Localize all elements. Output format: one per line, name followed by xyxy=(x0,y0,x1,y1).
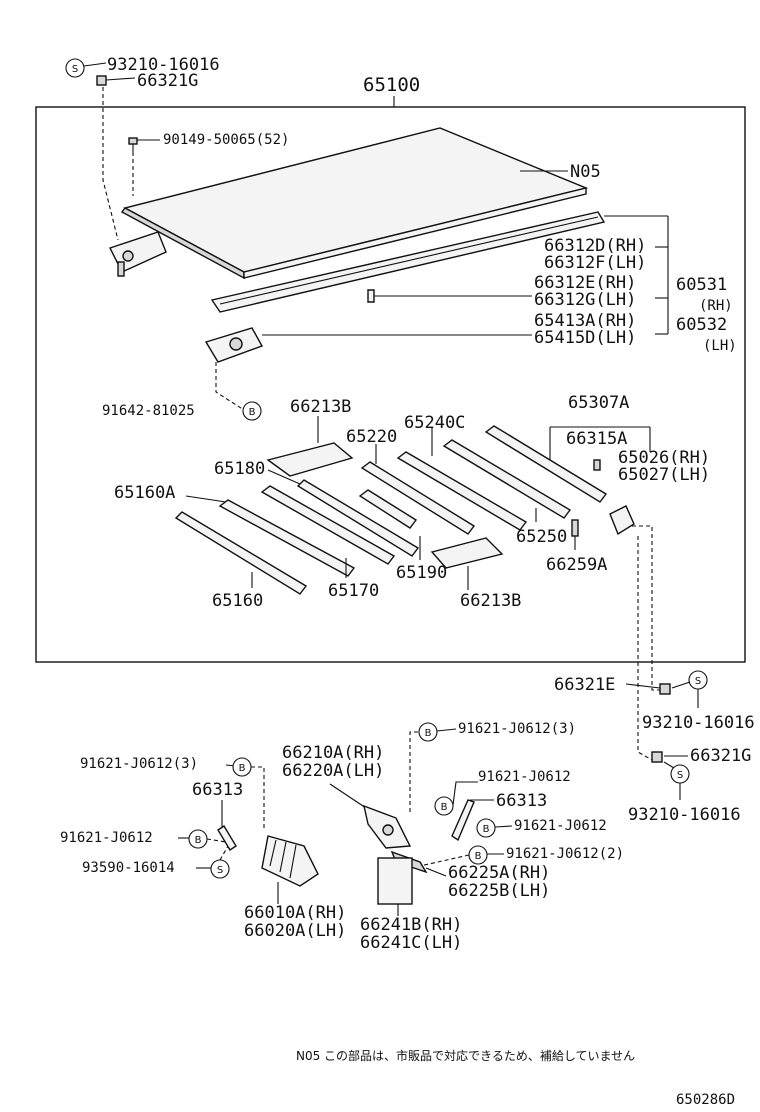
hinge-bracket-right xyxy=(609,505,660,761)
label-91621-r4: 91621-J0612(2) xyxy=(506,846,624,862)
stay-66313-right xyxy=(451,799,475,842)
figure-id: 650286D xyxy=(676,1092,735,1108)
label-66020A: 66020A(LH) xyxy=(244,921,346,941)
hinge-bracket-left xyxy=(109,231,167,277)
pad-66213B-top xyxy=(266,442,354,477)
label-91642: 91642-81025 xyxy=(102,403,195,419)
label-91621-l1: 91621-J0612 xyxy=(60,830,153,846)
label-91621-r3: 91621-J0612(3) xyxy=(458,721,576,737)
label-93210-top: 93210-16016 xyxy=(107,55,220,75)
badge-b-91621-r4: B xyxy=(475,851,482,862)
bar-65160A xyxy=(185,495,356,577)
label-66313-left: 66313 xyxy=(192,780,243,800)
label-66213B-bottom: 66213B xyxy=(460,591,521,611)
pad-66213B-bottom xyxy=(430,537,504,569)
label-65100: 65100 xyxy=(363,74,420,96)
panel-66241B xyxy=(377,857,413,905)
label-66241C: 66241C(LH) xyxy=(360,933,462,953)
cover-panel xyxy=(120,127,589,280)
label-65180: 65180 xyxy=(214,459,265,479)
clip-66259A xyxy=(571,519,579,537)
label-66321G-mid: 66321G xyxy=(690,746,751,766)
rail-mid xyxy=(367,289,532,303)
badge-b-91621-l1: B xyxy=(195,835,202,846)
label-66312E: 66312E(RH) xyxy=(534,273,636,293)
label-60532: 60532 xyxy=(676,315,727,335)
label-66225A: 66225A(RH) xyxy=(448,863,550,883)
label-65160A: 65160A xyxy=(114,483,175,503)
label-66010A: 66010A(RH) xyxy=(244,903,346,923)
label-65160: 65160 xyxy=(212,591,263,611)
bracket-66210A xyxy=(363,804,412,849)
label-65220: 65220 xyxy=(346,427,397,447)
bar-65220 xyxy=(360,444,476,535)
side-pocket-66010A xyxy=(261,835,319,904)
label-93590: 93590-16014 xyxy=(82,860,175,876)
label-66259A: 66259A xyxy=(546,555,607,575)
label-N05: N05 xyxy=(570,162,601,182)
badge-b-91642: B xyxy=(249,407,256,418)
footnote: N05 この部品は、市販品で対応できるため、補給していません xyxy=(296,1048,635,1063)
clip-top-left: S xyxy=(65,58,136,241)
badge-b-91621-r1: B xyxy=(441,802,448,813)
badge-b-91621-r3: B xyxy=(425,728,432,739)
clip-66321G-mid xyxy=(651,751,663,763)
bar-65170 xyxy=(260,485,396,578)
bar-65190 xyxy=(358,489,421,560)
badge-s-low: S xyxy=(677,770,683,781)
link-66313-left xyxy=(217,825,237,851)
rail-upper xyxy=(210,211,606,313)
badge-b-91621-r2: B xyxy=(483,824,490,835)
assembly-frame xyxy=(35,106,746,663)
label-91621-r1: 91621-J0612 xyxy=(478,769,571,785)
label-65415D: 65415D(LH) xyxy=(534,328,636,348)
badge-b-91621-l3: B xyxy=(239,763,246,774)
label-66213B-top: 66213B xyxy=(290,397,351,417)
label-90149: 90149-50065(52) xyxy=(163,132,289,148)
label-66312G: 66312G(LH) xyxy=(534,290,636,310)
label-66220A: 66220A(LH) xyxy=(282,761,384,781)
label-66241B: 66241B(RH) xyxy=(360,915,462,935)
clip-66321E xyxy=(659,683,671,695)
label-66321G-top: 66321G xyxy=(137,71,198,91)
label-60531: 60531 xyxy=(676,275,727,295)
bar-65250 xyxy=(442,439,572,522)
label-65170: 65170 xyxy=(328,581,379,601)
bar-65307A xyxy=(484,425,608,503)
bracket-rail-end xyxy=(204,327,532,363)
bar-65180 xyxy=(267,469,420,557)
label-66210A: 66210A(RH) xyxy=(282,743,384,763)
label-65190: 65190 xyxy=(396,563,447,583)
label-60531-rh: (RH) xyxy=(699,298,733,314)
label-93210-mid: 93210-16016 xyxy=(642,713,755,733)
label-66312D: 66312D(RH) xyxy=(544,236,646,256)
label-66312F: 66312F(LH) xyxy=(544,253,646,273)
badge-s-mid: S xyxy=(695,676,701,687)
badge-s-93590: S xyxy=(217,865,223,876)
label-93210-low: 93210-16016 xyxy=(628,805,741,825)
label-65026: 65026(RH) xyxy=(618,448,710,468)
label-65250: 65250 xyxy=(516,527,567,547)
label-65307A: 65307A xyxy=(568,393,629,413)
label-65027: 65027(LH) xyxy=(618,465,710,485)
label-60532-lh: (LH) xyxy=(703,338,737,354)
label-bracket-66315A xyxy=(549,426,651,471)
badge-s: S xyxy=(72,64,78,75)
label-91621-l3: 91621-J0612(3) xyxy=(80,756,198,772)
label-66315A: 66315A xyxy=(566,429,627,449)
bar-65240C xyxy=(396,428,528,531)
label-66321E: 66321E xyxy=(554,675,615,695)
label-65413A: 65413A(RH) xyxy=(534,311,636,331)
label-66225B: 66225B(LH) xyxy=(448,881,550,901)
label-65240C: 65240C xyxy=(404,413,465,433)
label-66313-right: 66313 xyxy=(496,791,547,811)
bar-65160 xyxy=(174,511,308,595)
label-91621-r2: 91621-J0612 xyxy=(514,818,607,834)
label-bracket-right xyxy=(604,215,669,335)
screw-90149 xyxy=(128,137,160,196)
